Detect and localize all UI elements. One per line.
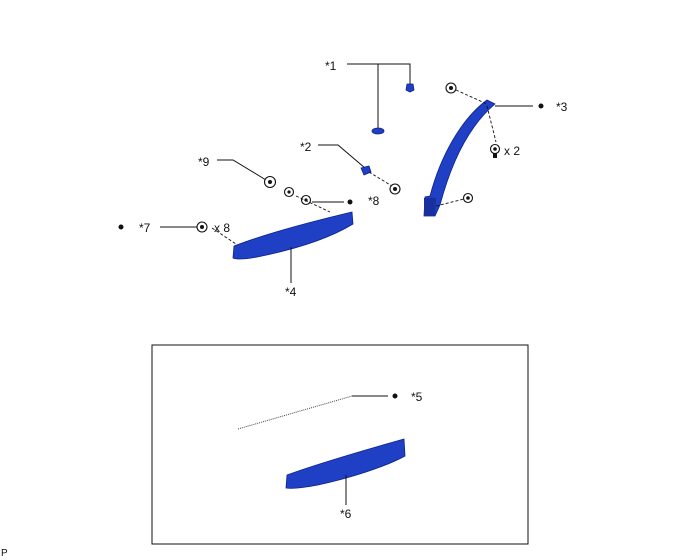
quantity-screws: x 2 [504, 144, 520, 158]
clip-fastener [196, 221, 208, 233]
label-6: *6 [340, 507, 352, 521]
washer-1 [263, 175, 277, 189]
screw-bottom [462, 192, 474, 204]
side-moulding [232, 211, 354, 260]
label-1: *1 [325, 59, 337, 73]
label-5-dot [392, 393, 398, 399]
clip-part-lower [371, 127, 385, 135]
adhesive-tape-line [237, 395, 353, 430]
label-3: *3 [556, 100, 568, 114]
label-8-dot [347, 199, 353, 205]
quantity-clips: x 8 [214, 221, 230, 235]
screw-top [445, 82, 457, 94]
callout-3: *3 [423, 89, 568, 217]
corner-mark: P [1, 548, 8, 559]
washer-2 [283, 186, 295, 198]
clip-part-upper [405, 83, 415, 93]
callout-2: *2 [300, 140, 393, 187]
label-5: *5 [411, 390, 423, 404]
label-7: *7 [139, 221, 151, 235]
inset-moulding [285, 438, 406, 489]
label-7-dot [118, 224, 124, 230]
callout-1: *1 [325, 59, 415, 135]
label-9: *9 [198, 155, 210, 169]
moulding-end-tab [424, 198, 436, 216]
washer-3 [300, 194, 312, 206]
label-4: *4 [285, 285, 297, 299]
callout-9: *9 [198, 155, 312, 206]
screw-pair [489, 143, 501, 158]
label-8: *8 [368, 194, 380, 208]
label-2: *2 [300, 140, 312, 154]
callout-4: *4 [211, 195, 354, 299]
screw-middle [389, 183, 401, 195]
clip-part-2 [360, 165, 372, 176]
inset-detail: *5 *6 [151, 344, 529, 545]
callout-7: *7 x 8 [118, 221, 230, 235]
callout-8: *8 [312, 194, 380, 208]
label-3-dot [538, 103, 544, 109]
inset-frame [151, 344, 529, 545]
